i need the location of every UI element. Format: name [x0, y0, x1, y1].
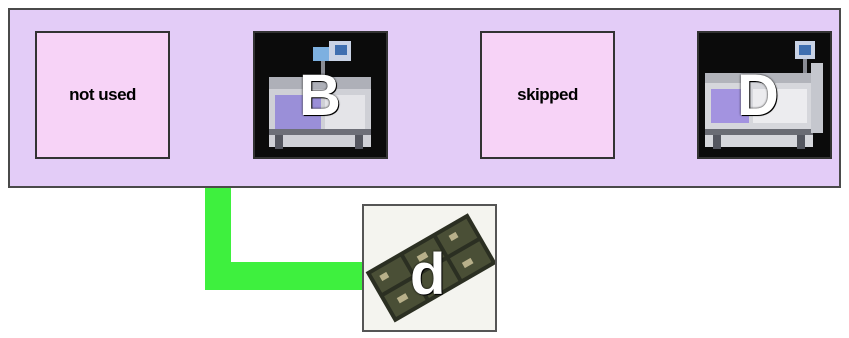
- placement-machine-icon: [255, 33, 386, 157]
- board-letter: d: [410, 242, 446, 307]
- slot-skipped: skipped: [480, 31, 615, 159]
- pcb-board-icon: [364, 206, 495, 330]
- slot-not-used: not used: [35, 31, 170, 159]
- machine-slot-d: D: [697, 31, 832, 159]
- pcb-board-d: d: [362, 204, 497, 332]
- machine-letter: D: [737, 63, 779, 128]
- machine-letter: B: [299, 63, 341, 128]
- slot-label: not used: [69, 85, 136, 104]
- machine-slot-b: B: [253, 31, 388, 159]
- placement-machine-icon: [699, 33, 830, 157]
- slot-label: skipped: [517, 85, 578, 104]
